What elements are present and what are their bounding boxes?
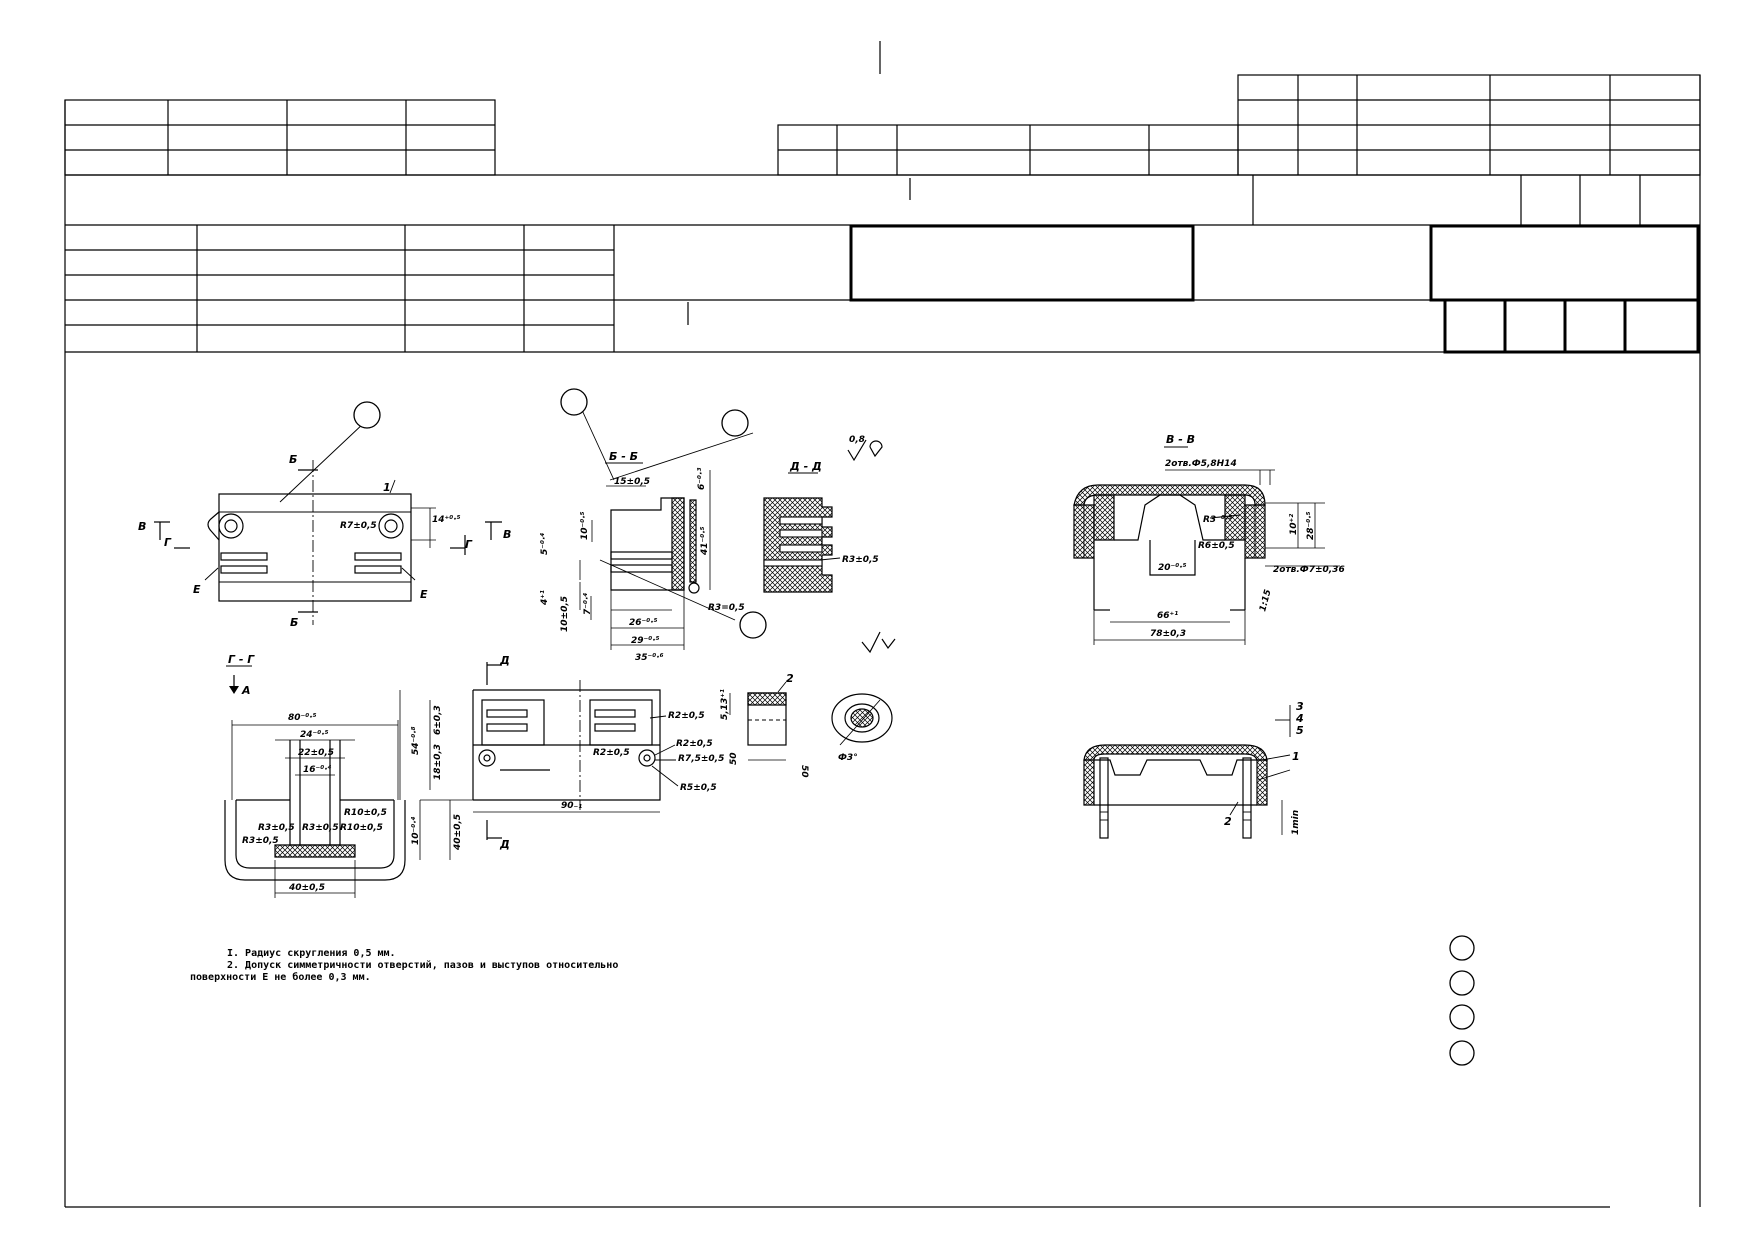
dimension: 6±0,3 (433, 705, 443, 735)
cut-label: Д (499, 654, 510, 667)
dimension: 5⁻⁰·⁴ (540, 533, 550, 555)
section-gg: Г - Г А 80⁻⁰·⁵ 24⁻⁰·⁵ 22±0,5 16⁻⁰·⁴ R3±0… (224, 653, 421, 898)
small-detail: 2 5,13⁺¹ 50 50 Ф3° (720, 672, 893, 778)
roughness: 0,8 (849, 435, 865, 445)
dimension: 24⁻⁰·⁵ (300, 730, 329, 740)
assembly-view: 3 4 5 1 2 1min (1083, 700, 1304, 839)
cut-label: Д (499, 838, 510, 851)
dimension: 10±0,5 (560, 596, 570, 632)
dimension: R7±0,5 (340, 521, 377, 531)
section-dd: Д - Д R3±0,5 0,8 (763, 435, 896, 654)
dimension: R5±0,5 (680, 783, 717, 793)
note-line: I. Радиус скругления 0,5 мм. (227, 948, 396, 959)
dimension: 10⁻⁰·⁴ (411, 816, 421, 845)
dimension: 10⁻⁰·⁵ (580, 511, 590, 540)
callout-circle (1449, 1040, 1475, 1066)
dimension: R10±0,5 (344, 808, 387, 818)
dimension: R2±0,5 (676, 739, 713, 749)
plan-view: Б Б В В Г Г Е Е 1 R7±0,5 14⁺⁰·⁵ (138, 421, 511, 629)
dimension: 41⁻⁰·⁵ (700, 526, 710, 556)
dimension: R2±0,5 (593, 748, 630, 758)
section-vv: В - В 2отв.Ф5,8H14 R3⁻⁰·⁵ R6±0,5 10⁺² 28… (1073, 433, 1345, 645)
section-bb: Б - Б 15±0,5 6⁻⁰·³ 10⁻⁰·⁵ 5⁻⁰·⁴ 4⁺¹ 10±0… (540, 396, 754, 663)
dimension: R3⁻⁰·⁵ (1203, 515, 1232, 525)
dimension: R3±0,5 (302, 823, 339, 833)
dimension: Ф3° (838, 753, 858, 763)
part-label: 4 (1295, 712, 1304, 725)
callout-circles (353, 388, 1475, 1066)
dimension: 14⁺⁰·⁵ (432, 515, 461, 525)
cut-label: В (503, 528, 511, 541)
part-label: 3 (1296, 700, 1304, 713)
dimension: 40±0,5 (453, 814, 463, 851)
dimension: R3±0,5 (242, 836, 279, 846)
technical-notes: I. Радиус скругления 0,5 мм. 2. Допуск с… (190, 948, 618, 983)
part-label: 2 (1224, 815, 1232, 828)
view-label: А (241, 684, 251, 697)
note-line: 2. Допуск симметричности отверстий, пазо… (227, 959, 618, 971)
dimension: 10⁺² (1289, 514, 1299, 535)
dimension: 1min (1291, 810, 1301, 835)
dimension: R6±0,5 (1198, 541, 1235, 551)
dimension: 26⁻⁰·⁵ (629, 618, 658, 628)
section-title: Б - Б (609, 450, 638, 463)
callout-circle (739, 611, 767, 639)
part-label: 1 (383, 481, 391, 494)
dimension: 6⁻⁰·³ (697, 468, 707, 490)
dimension: 15±0,5 (614, 477, 650, 487)
surface-label: Е (420, 588, 428, 601)
part-label: 5 (1296, 724, 1304, 737)
dimension: 50 (799, 765, 809, 778)
dimension: 78±0,3 (1150, 629, 1186, 639)
dimension: 40±0,5 (288, 883, 325, 893)
dimension: R2±0,5 (668, 711, 705, 721)
section-title: Г - Г (228, 653, 255, 666)
callout-circle (353, 401, 381, 429)
dimension: 16⁻⁰·⁴ (303, 765, 332, 775)
dimension: 28⁻⁰·⁵ (1306, 511, 1316, 540)
title-block (64, 41, 1701, 1208)
dimension: 2отв.Ф7±0,36 (1273, 565, 1345, 575)
dimension: 80⁻⁰·⁵ (288, 713, 317, 723)
dimension: 5,13⁺¹ (720, 689, 730, 720)
dimension: 54⁻⁰·⁸ (411, 726, 421, 755)
callout-circle (721, 409, 749, 437)
dimension: R3±0,5 (842, 555, 879, 565)
dimension: 20⁻⁰·⁵ (1158, 563, 1187, 573)
cut-label: Б (290, 616, 298, 629)
dimension: R7,5±0,5 (678, 754, 724, 764)
note-line: поверхности Е не более 0,3 мм. (190, 971, 371, 983)
callout-circle (1449, 970, 1475, 996)
cut-label: Г (465, 538, 473, 551)
callout-circle (1449, 935, 1475, 961)
surface-label: Е (193, 583, 201, 596)
cut-label: Г (164, 536, 172, 549)
part-label: 1 (1292, 750, 1300, 763)
dimension: 66⁺¹ (1157, 611, 1178, 621)
cut-label: Б (289, 453, 297, 466)
section-title: Д - Д (789, 460, 822, 473)
dimension: 22±0,5 (298, 748, 334, 758)
dimension: 18±0,3 (433, 744, 443, 780)
dimension: 2отв.Ф5,8H14 (1165, 459, 1237, 469)
dimension: 29⁻⁰·⁵ (631, 636, 660, 646)
part-label: 2 (786, 672, 794, 685)
dimension: R3=0,5 (708, 603, 745, 613)
section-title: В - В (1166, 433, 1195, 446)
dimension: 90₋₁ (561, 801, 582, 811)
callout-circle (560, 388, 588, 416)
dimension: R10±0,5 (340, 823, 383, 833)
dimension: 7⁻⁰·⁴ (583, 593, 593, 615)
front-view: Д Д 54⁻⁰·⁸ 6±0,3 18±0,3 40±0,5 90₋₁ R2±0… (399, 654, 724, 860)
cut-label: В (138, 520, 146, 533)
dimension: R3±0,5 (258, 823, 295, 833)
dimension: 4⁺¹ (540, 590, 550, 606)
dimension: 50 (729, 752, 739, 765)
dimension: 1:15 (1258, 589, 1273, 613)
dimension: 35⁻⁰·⁶ (635, 653, 664, 663)
callout-circle (1449, 1004, 1475, 1030)
